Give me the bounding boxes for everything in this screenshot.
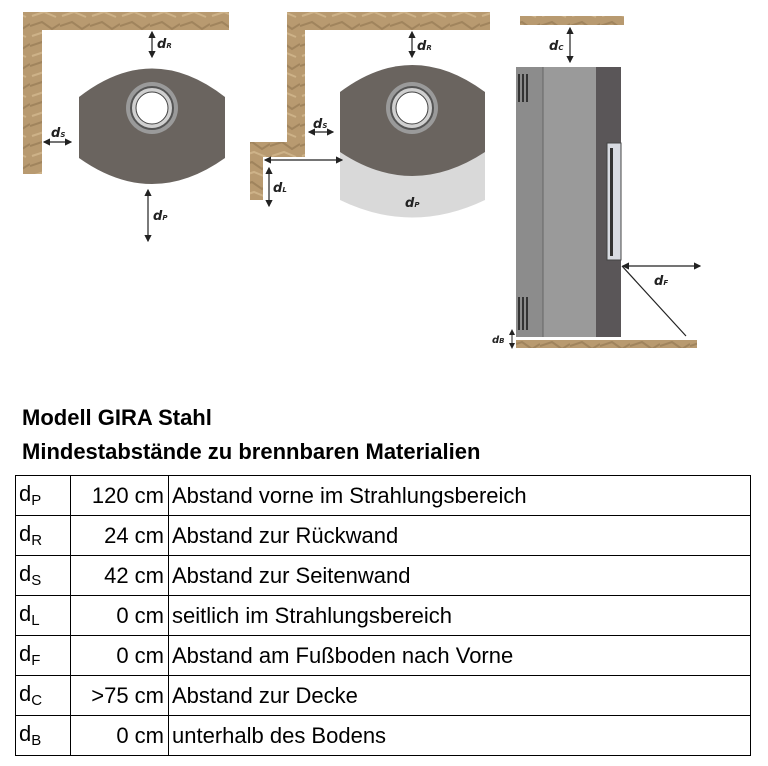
flue-ring <box>386 82 438 134</box>
symbol-base: d <box>19 601 32 626</box>
model-title: Modell GIRA Stahl <box>22 405 212 430</box>
label-dP: dP <box>153 209 168 224</box>
symbol-subscript: C <box>31 692 43 709</box>
label-dB: dB <box>492 335 505 346</box>
wall <box>250 12 490 200</box>
floor <box>516 340 697 348</box>
distance-symbol: dL <box>15 595 71 636</box>
distance-description: Abstand zur Decke <box>168 675 751 716</box>
distance-symbol: dB <box>15 715 71 756</box>
distance-symbol: dR <box>15 515 71 556</box>
clearance-diagrams: dR dS dP dR dS dL dP <box>23 12 702 349</box>
side-view-diagram: dC dF dB <box>492 16 702 349</box>
distance-symbol: dS <box>15 555 71 596</box>
distance-symbol: dF <box>15 635 71 676</box>
label-dP: dP <box>405 196 420 211</box>
label-dL: dL <box>273 181 287 196</box>
radiation-line <box>621 265 687 337</box>
symbol-base: d <box>19 561 32 586</box>
distance-value: 120 cm <box>70 475 169 516</box>
distance-value: 0 cm <box>70 595 169 636</box>
symbol-base: d <box>19 681 32 706</box>
top-view-corner-diagram: dR dS dP <box>23 12 229 243</box>
ceiling <box>520 16 624 25</box>
distance-description: unterhalb des Bodens <box>168 715 751 756</box>
clearance-subtitle: Mindestabstände zu brennbaren Materialie… <box>22 439 481 464</box>
symbol-subscript: L <box>31 612 40 629</box>
label-dS: dS <box>313 117 327 132</box>
symbol-base: d <box>19 641 32 666</box>
symbol-subscript: F <box>31 652 41 669</box>
symbol-subscript: P <box>31 492 42 509</box>
label-dF: dF <box>654 274 668 289</box>
symbol-base: d <box>19 721 32 746</box>
distance-value: 0 cm <box>70 635 169 676</box>
label-dC: dC <box>549 39 564 54</box>
distance-value: 0 cm <box>70 715 169 756</box>
label-dR: dR <box>157 37 172 52</box>
distance-value: 24 cm <box>70 515 169 556</box>
wall <box>23 12 229 174</box>
label-dR: dR <box>417 39 432 54</box>
distance-description: Abstand am Fußboden nach Vorne <box>168 635 751 676</box>
top-view-recess-diagram: dR dS dL dP <box>250 12 490 218</box>
symbol-subscript: B <box>31 732 42 749</box>
symbol-base: d <box>19 521 32 546</box>
symbol-subscript: S <box>31 572 42 589</box>
symbol-subscript: R <box>31 532 43 549</box>
stove-side-view <box>516 67 622 337</box>
label-dS: dS <box>51 126 65 141</box>
distance-description: Abstand zur Seitenwand <box>168 555 751 596</box>
symbol-base: d <box>19 481 32 506</box>
distance-value: 42 cm <box>70 555 169 596</box>
distance-value: >75 cm <box>70 675 169 716</box>
distance-description: seitlich im Strahlungsbereich <box>168 595 751 636</box>
flue-ring <box>126 82 178 134</box>
distance-description: Abstand vorne im Strahlungsbereich <box>168 475 751 516</box>
distance-description: Abstand zur Rückwand <box>168 515 751 556</box>
distance-symbol: dC <box>15 675 71 716</box>
distance-symbol: dP <box>15 475 71 516</box>
